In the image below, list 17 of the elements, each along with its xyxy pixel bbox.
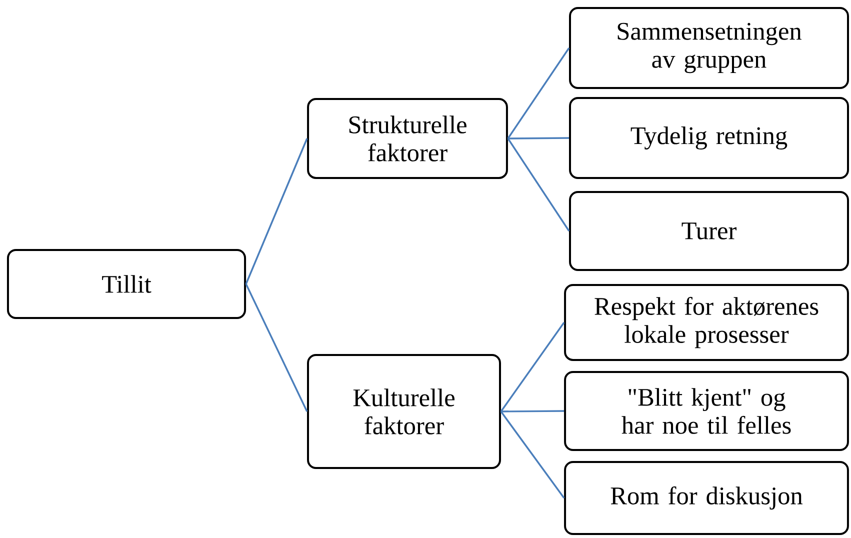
connector-line xyxy=(245,138,308,284)
connector-line xyxy=(507,48,570,139)
connector-line xyxy=(508,137,569,140)
text-box: Strukturelle faktorer xyxy=(307,98,508,179)
text-box: Kulturelle faktorer xyxy=(307,354,501,470)
text-box: Respekt for aktørenes lokale prosesser xyxy=(564,284,849,361)
connector-line xyxy=(500,322,565,412)
text-box: Tillit xyxy=(6,249,246,319)
connector-line xyxy=(245,284,308,412)
connector-line xyxy=(507,138,570,232)
connector-line xyxy=(501,410,564,412)
connector-line xyxy=(500,410,565,498)
text-box: Sammensetningen av gruppen xyxy=(569,7,849,89)
text-box: "Blitt kjent" og har noe til felles xyxy=(564,371,849,451)
text-box: Rom for diskusjon xyxy=(564,461,849,535)
text-box: Turer xyxy=(569,191,849,271)
text-box: Tydelig retning xyxy=(569,97,849,179)
